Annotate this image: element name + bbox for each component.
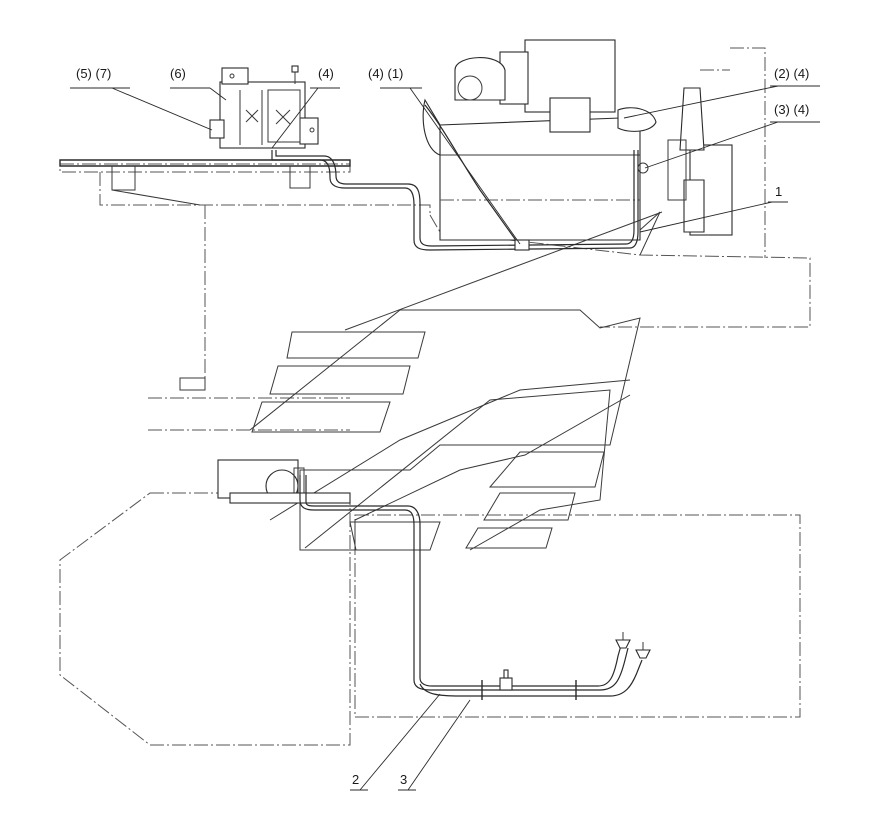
part-labels: (5) (7) (6) (4) (4) (1) (2) (4) (3) (4) … [76,66,809,787]
label-5-7: (5) (7) [76,66,111,81]
label-4-heater: (4) [318,66,334,81]
label-3-4: (3) (4) [774,102,809,117]
hose-2-3 [299,475,651,700]
hose-1 [271,104,639,251]
radiator-fan [637,87,733,236]
pump-valve-block [217,459,351,504]
label-6: (6) [170,66,186,81]
label-2: 2 [352,772,359,787]
label-2-4: (2) (4) [774,66,809,81]
leader-lines [70,85,820,791]
heater-unit [209,65,319,149]
cab-outline [179,211,663,551]
label-4-1: (4) (1) [368,66,403,81]
label-3: 3 [400,772,407,787]
engine-block [422,39,657,241]
label-1: 1 [775,184,782,199]
upper-deck-plate [59,159,351,206]
